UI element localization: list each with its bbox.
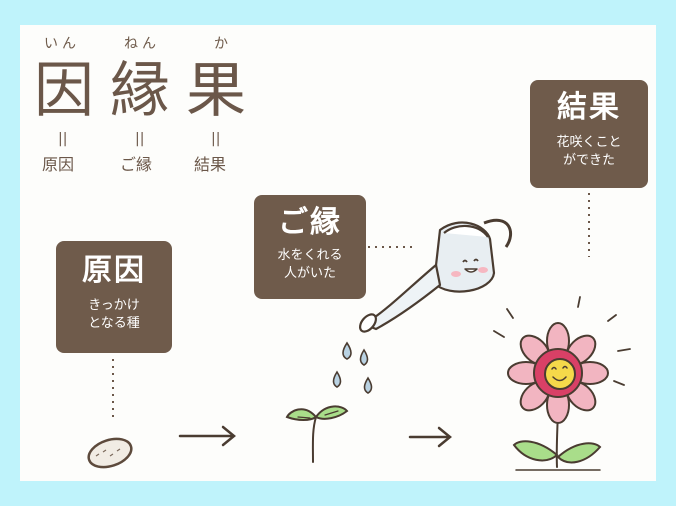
meaning-cause: 原因	[42, 155, 75, 174]
arrow-right-icon	[408, 426, 452, 448]
box-heading: ご縁	[278, 205, 342, 240]
kanji-in: 因	[34, 56, 94, 126]
ruby-ka: か	[214, 36, 232, 52]
seed-icon	[87, 437, 133, 469]
ruby-nen: ねん	[124, 36, 160, 52]
label-box-cause: 原因 きっかけ となる種	[56, 241, 172, 353]
meaning-result: 結果	[194, 155, 227, 174]
label-box-result: 結果 花咲くこと ができた	[530, 80, 648, 188]
ruby-in: いん	[44, 36, 80, 52]
box-description: 花咲くこと ができた	[556, 135, 622, 168]
water-drop-icon	[332, 341, 373, 394]
kanji-en: 縁	[110, 56, 170, 126]
flower-icon	[493, 296, 631, 471]
box-description: きっかけ となる種	[88, 298, 140, 331]
watering-can-icon	[358, 218, 513, 333]
meaning-en: ご縁	[120, 155, 153, 174]
illustration-layer	[87, 193, 631, 471]
box-description: 水をくれる 人がいた	[277, 248, 343, 281]
illustration-card: いん ねん か 因 縁 果 || || || 原因 ご縁 結果 原因 きっかけ …	[20, 25, 656, 481]
sprout-icon	[285, 405, 349, 463]
equals-mark: ||	[135, 131, 145, 147]
equals-mark: ||	[211, 131, 221, 147]
kanji-ka: 果	[186, 56, 246, 126]
label-box-en: ご縁 水をくれる 人がいた	[254, 195, 366, 299]
box-heading: 結果	[557, 90, 621, 125]
title-block: いん ねん か 因 縁 果 || || || 原因 ご縁 結果	[34, 33, 254, 183]
box-heading: 原因	[82, 253, 146, 288]
arrow-right-icon	[178, 425, 236, 447]
equals-mark: ||	[58, 131, 68, 147]
